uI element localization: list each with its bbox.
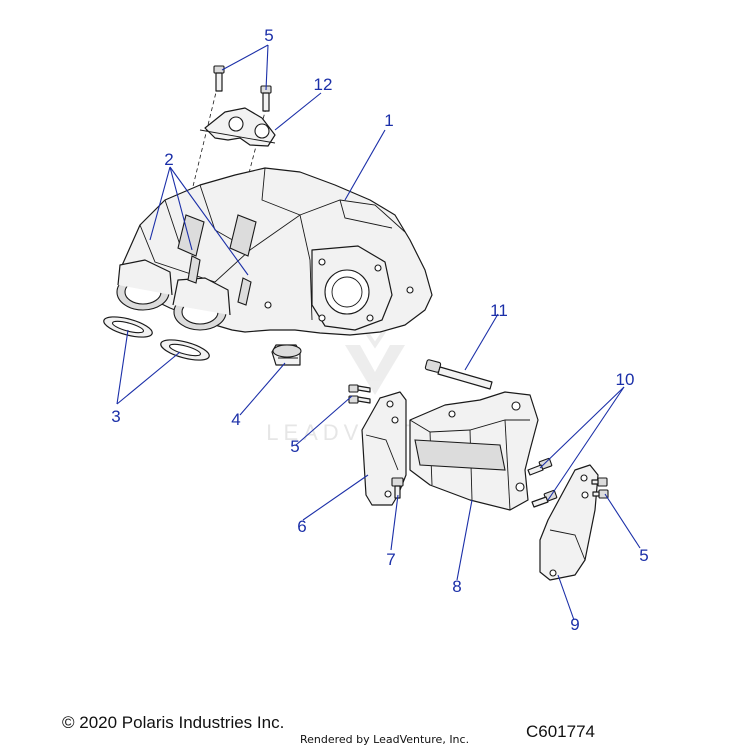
callout-8: 8 [452, 577, 461, 596]
callout-3: 3 [111, 407, 120, 426]
part-9-right-plate [539, 464, 599, 581]
callout-1: 1 [384, 111, 393, 130]
diagram-code: C601774 [526, 722, 596, 741]
callout-9: 9 [570, 615, 579, 634]
part-3-gaskets [103, 316, 210, 361]
callout-6: 6 [297, 517, 306, 536]
callout-5-left-plate: 5 [290, 437, 299, 456]
callout-5-right-plate: 5 [639, 546, 648, 565]
copyright-text: © 2020 Polaris Industries Inc. [62, 713, 285, 732]
part-11-long-bolt [424, 359, 493, 390]
callout-12: 12 [314, 75, 333, 94]
part-12-clamp [199, 107, 276, 147]
part-6-left-plate [361, 391, 407, 506]
rendered-by-text: Rendered by LeadVenture, Inc. [300, 733, 470, 746]
callout-11: 11 [490, 301, 508, 320]
callout-2: 2 [164, 150, 173, 169]
part-7-bolt [391, 477, 404, 499]
callout-10: 10 [616, 370, 635, 389]
watermark-logo [345, 328, 405, 395]
callout-5-top: 5 [264, 26, 273, 45]
callout-7: 7 [386, 550, 395, 569]
part-4-plug [271, 344, 302, 366]
part-5-plate-bolts [348, 384, 371, 404]
part-1-housing [116, 167, 433, 336]
leader-lines [116, 44, 641, 621]
part-8-mount-bracket [409, 391, 539, 511]
part-5-top-bolts [213, 65, 272, 112]
callout-4: 4 [231, 410, 240, 429]
